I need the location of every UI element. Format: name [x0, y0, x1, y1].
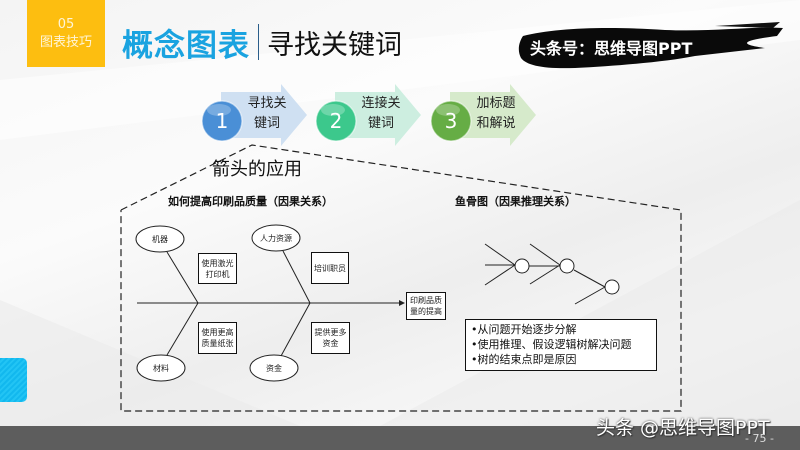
cause-text: 打印机 — [205, 269, 230, 279]
cause-text: 培训职员 — [314, 263, 346, 273]
note-item: 使用推理、假设逻辑树解决问题 — [471, 337, 651, 352]
watermark: 头条 @思维导图PPT — [596, 417, 770, 439]
section-label: 图表技巧 — [39, 34, 92, 50]
step-label-line: 键词 — [367, 116, 394, 131]
step-label-line: 加标题 — [476, 96, 516, 111]
step-1: 1 寻找关 键词 — [195, 84, 315, 146]
category-machine: 机器 — [152, 235, 168, 244]
note-item: 树的结束点即是原因 — [471, 352, 651, 367]
category-material: 材料 — [153, 364, 169, 373]
step-label: 寻找关 键词 — [245, 94, 289, 134]
step-2: 2 连接关 键词 — [309, 84, 429, 146]
brush-stroke-icon — [518, 22, 783, 69]
cause-text: 使用激光 — [201, 258, 234, 268]
effect-text: 量的提高 — [410, 307, 442, 316]
step-label-line: 键词 — [253, 116, 280, 131]
cause-box-machine: 使用激光 打印机 — [198, 253, 237, 284]
title-main: 概念图表 — [122, 27, 250, 64]
note-item: 从问题开始逐步分解 — [471, 322, 651, 337]
page-title: 概念图表 寻找关键词 — [122, 22, 402, 64]
cause-box-funds: 提供更多 资金 — [311, 322, 350, 354]
section-badge: 05 图表技巧 — [27, 0, 105, 67]
step-arrow-icon — [430, 84, 536, 146]
step-arrow-icon — [315, 84, 421, 146]
step-label-line: 连接关 — [361, 96, 401, 111]
category-funds: 资金 — [266, 364, 282, 373]
side-tab-decoration — [0, 358, 27, 402]
step-label: 加标题 和解说 — [474, 94, 518, 134]
title-divider — [258, 24, 259, 60]
cause-text: 资金 — [322, 339, 339, 348]
category-people: 人力资源 — [260, 234, 292, 243]
step-label: 连接关 键词 — [359, 94, 403, 134]
section-number: 05 — [57, 16, 75, 32]
cause-text: 使用更高 — [201, 328, 234, 337]
section-heading: 箭头的应用 — [212, 159, 302, 180]
step-arrow-icon — [201, 84, 307, 146]
brand-label: 头条号：思维导图PPT — [530, 39, 693, 58]
effect-text: 印刷品质 — [410, 296, 442, 305]
logic-tree-icon — [484, 243, 620, 305]
footer-bar — [0, 426, 800, 450]
step-number: 2 — [329, 109, 343, 133]
step-label-line: 寻找关 — [247, 96, 287, 111]
step-label-line: 和解说 — [476, 116, 516, 131]
notes-box: 从问题开始逐步分解 使用推理、假设逻辑树解决问题 树的结束点即是原因 — [465, 319, 657, 371]
fishbone-title: 如何提高印刷品质量（因果关系） — [168, 195, 333, 208]
step-number: 3 — [444, 109, 458, 133]
cause-text: 提供更多 — [314, 328, 347, 337]
step-3: 3 加标题 和解说 — [424, 84, 544, 146]
cause-text: 质量纸张 — [201, 339, 234, 348]
page-number: - 75 - — [745, 432, 774, 445]
fish-tree-title: 鱼骨图（因果推理关系） — [455, 195, 576, 208]
step-number: 1 — [215, 109, 229, 133]
title-sub: 寻找关键词 — [267, 29, 402, 61]
cause-box-people: 培训职员 — [311, 252, 349, 284]
cause-box-material: 使用更高 质量纸张 — [198, 322, 237, 354]
effect-box: 印刷品质 量的提高 — [406, 292, 446, 320]
